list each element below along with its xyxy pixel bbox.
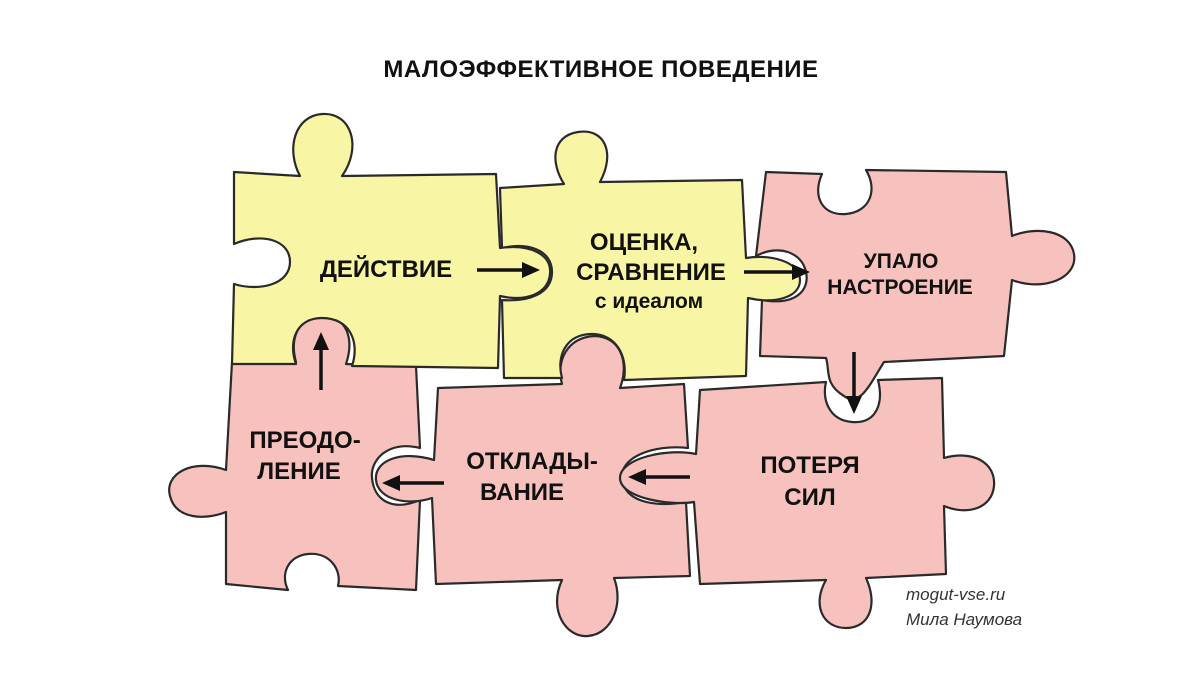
- arrow-action-to-evaluation: [477, 262, 540, 278]
- label-procrastination-line1: ОТКЛАДЫ-: [466, 448, 598, 475]
- label-energy-line2: СИЛ: [784, 484, 835, 511]
- arrow-procrastination-to-overcoming: [382, 475, 444, 491]
- arrow-overcoming-to-action: [313, 332, 329, 390]
- label-mood-line2: НАСТРОЕНИЕ: [827, 276, 973, 299]
- arrow-evaluation-to-mood: [744, 264, 810, 280]
- label-overcoming-line1: ПРЕОДО-: [249, 427, 360, 454]
- label-evaluation-line1: ОЦЕНКА,: [590, 229, 698, 256]
- arrow-energy-to-procrastination: [628, 469, 690, 485]
- label-overcoming-line2: ЛЕНИЕ: [257, 458, 340, 485]
- piece-action: [230, 112, 552, 370]
- piece-energy: [618, 376, 996, 630]
- piece-evaluation: [498, 130, 802, 382]
- diagram-title: МАЛОЭФФЕКТИВНОЕ ПОВЕДЕНИЕ: [383, 56, 818, 83]
- credit-site: mogut-vse.ru: [906, 585, 1006, 604]
- label-evaluation-line3: с идеалом: [595, 290, 703, 313]
- piece-mood: [754, 168, 1076, 401]
- label-energy-line1: ПОТЕРЯ: [760, 452, 859, 479]
- label-action: ДЕЙСТВИЕ: [320, 255, 452, 283]
- label-mood-line1: УПАЛО: [864, 250, 939, 273]
- credit-author: Мила Наумова: [906, 610, 1022, 629]
- label-procrastination-line2: ВАНИЕ: [480, 479, 564, 506]
- arrow-mood-to-energy: [846, 352, 862, 414]
- label-evaluation-line2: СРАВНЕНИЕ: [576, 259, 726, 286]
